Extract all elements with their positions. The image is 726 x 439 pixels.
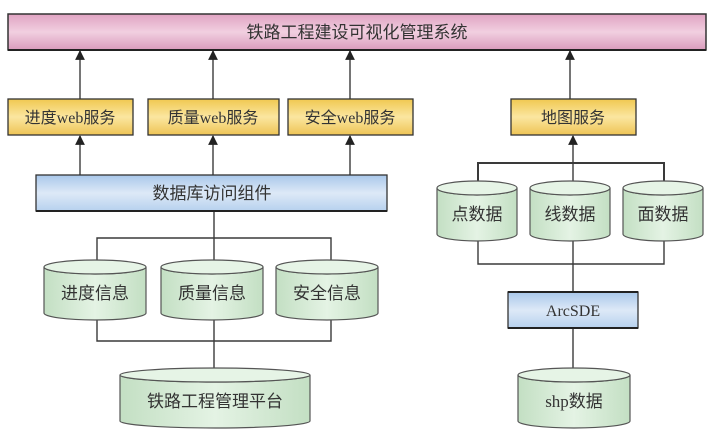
cylinder-top <box>43 259 147 275</box>
bracket-geo-top <box>477 162 665 183</box>
service-progress-box: 进度web服务 <box>7 98 134 136</box>
db-progress-info: 进度信息 <box>43 259 147 321</box>
cylinder-top <box>517 367 631 383</box>
bracket-geo-bottom <box>477 240 665 265</box>
db-point-data: 点数据 <box>436 180 518 242</box>
db-access-component-label: 数据库访问组件 <box>153 184 272 204</box>
connectors <box>75 50 665 370</box>
system-title-label: 铁路工程建设可视化管理系统 <box>247 23 468 43</box>
system-title-box: 铁路工程建设可视化管理系统 <box>7 13 707 51</box>
db-polygon-data: 面数据 <box>622 180 704 242</box>
db-railway-platform: 铁路工程管理平台 <box>119 367 311 429</box>
service-quality-box: 质量web服务 <box>147 98 280 136</box>
db-line-data: 线数据 <box>529 180 611 242</box>
db-safety-info: 安全信息 <box>275 259 379 321</box>
cylinder-top <box>160 259 264 275</box>
cylinder-top <box>119 367 311 383</box>
service-map-box: 地图服务 <box>510 98 637 136</box>
cylinder-label: 铁路工程管理平台 <box>147 392 283 412</box>
cylinder-top <box>622 180 704 196</box>
arcsde-box: ArcSDE <box>507 291 639 329</box>
arcsde-label: ArcSDE <box>546 303 600 320</box>
cylinder-label: 点数据 <box>452 205 503 225</box>
db-access-component-box: 数据库访问组件 <box>35 174 388 212</box>
cylinder-label: 面数据 <box>638 205 689 225</box>
cylinder-label: 安全信息 <box>293 284 361 304</box>
cylinder-label: 质量信息 <box>178 284 246 304</box>
service-quality-label: 质量web服务 <box>168 109 259 127</box>
service-safety-box: 安全web服务 <box>287 98 414 136</box>
cylinder-top <box>436 180 518 196</box>
cylinder-label: 进度信息 <box>61 284 129 304</box>
cylinder-label: 线数据 <box>545 205 596 225</box>
db-quality-info: 质量信息 <box>160 259 264 321</box>
cylinder-top <box>529 180 611 196</box>
cylinder-label: shp数据 <box>545 392 603 411</box>
service-safety-label: 安全web服务 <box>305 109 396 127</box>
service-progress-label: 进度web服务 <box>25 109 116 127</box>
db-shp-data: shp数据 <box>517 367 631 429</box>
cylinder-top <box>275 259 379 275</box>
service-map-label: 地图服务 <box>541 108 605 127</box>
